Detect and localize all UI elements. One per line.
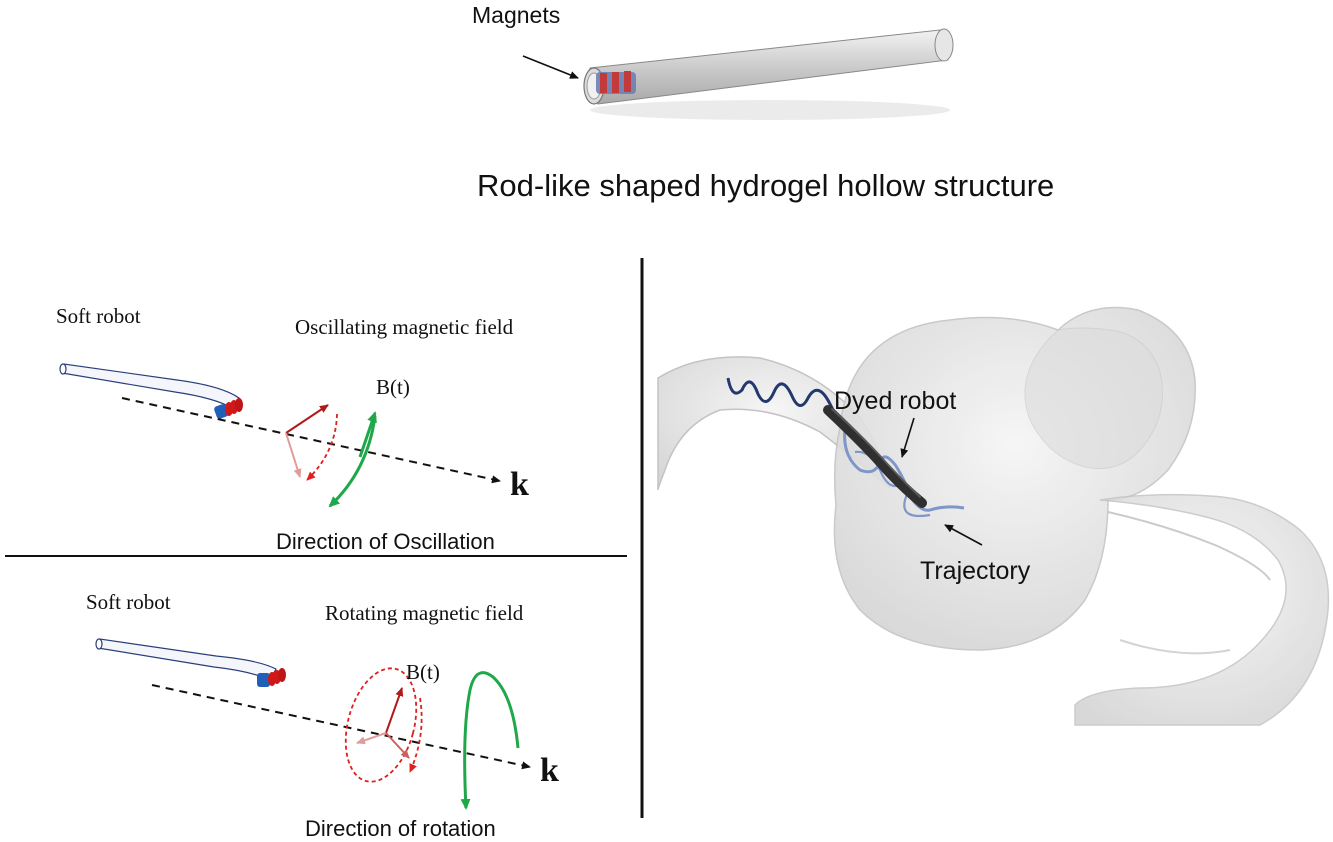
hydrogel-rod: [583, 28, 954, 120]
robot-magnets-1: [214, 398, 243, 419]
field-vector-2-faded-a: [356, 732, 387, 745]
soft-robot-label-2: Soft robot: [86, 590, 171, 614]
rotation-arc-green: [460, 671, 520, 810]
robot-magnets-2: [257, 668, 286, 687]
magnets-pointer-arrow: [522, 55, 579, 79]
rotation-circle-red: [344, 667, 418, 783]
vessel-phantom: [657, 306, 1330, 726]
trajectory-dark: [726, 377, 847, 429]
oscillation-arc-green-1-head: [358, 411, 377, 458]
soft-robot-label-1: Soft robot: [56, 304, 141, 328]
dyed-robot-label: Dyed robot: [834, 387, 957, 415]
soft-robot-tube-2: [95, 638, 277, 681]
trajectory-label: Trajectory: [920, 557, 1031, 585]
magnet-stack-rod: [596, 71, 636, 94]
oscillation-arc-green-1: [328, 415, 377, 508]
oscillation-direction-label: Direction of Oscillation: [276, 529, 495, 554]
field-vector-1-faded: [285, 432, 302, 478]
trajectory-light: [843, 427, 965, 512]
field-vector-2: [385, 687, 404, 734]
field-symbol-1: B(t): [376, 375, 410, 399]
field-vector-1: [285, 404, 329, 434]
k-axis-1: [121, 397, 501, 484]
dyed-robot: [823, 405, 927, 508]
oscillation-arc-red-1: [306, 413, 338, 481]
rotating-field-label: Rotating magnetic field: [325, 601, 524, 625]
k-axis-2: [151, 684, 531, 770]
magnets-label: Magnets: [472, 2, 561, 28]
soft-robot-tube-1: [59, 363, 240, 409]
wave-vector-label-2: k: [540, 752, 559, 789]
field-vector-2-faded-b: [385, 732, 410, 759]
oscillating-field-label: Oscillating magnetic field: [295, 315, 514, 339]
trajectory-pointer-arrow: [944, 524, 983, 546]
wave-vector-label-1: k: [510, 466, 529, 503]
structure-caption: Rod-like shaped hydrogel hollow structur…: [477, 168, 1055, 203]
field-symbol-2: B(t): [406, 660, 440, 684]
dyed-robot-highlight: [831, 408, 921, 498]
rotation-arc-red-head: [409, 697, 423, 773]
dyed-robot-pointer-arrow: [900, 417, 915, 458]
rotation-direction-label: Direction of rotation: [305, 816, 496, 841]
